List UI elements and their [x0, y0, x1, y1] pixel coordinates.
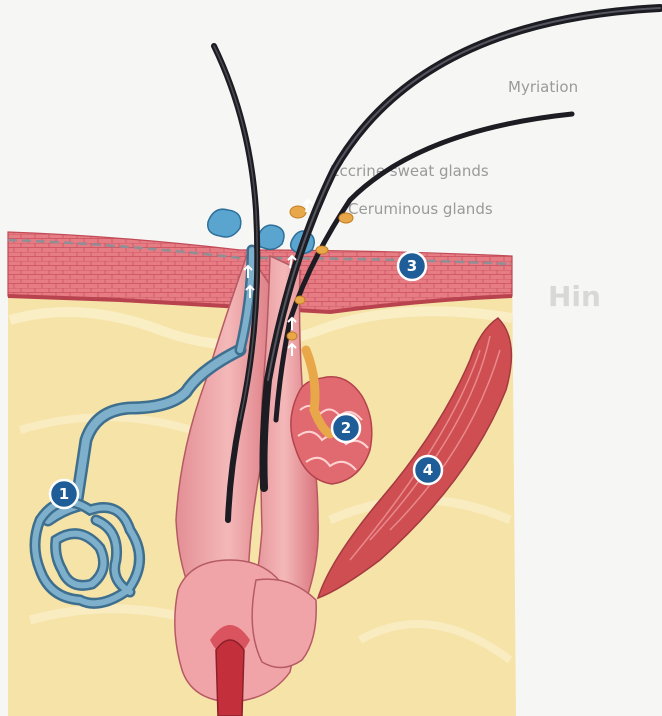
- callout-1: 1: [50, 480, 78, 508]
- hair-bulb-2: [252, 579, 316, 667]
- svg-text:1: 1: [59, 485, 69, 503]
- svg-text:4: 4: [423, 461, 433, 479]
- callout-3: 3: [398, 252, 426, 280]
- callout-4: 4: [414, 456, 442, 484]
- blood-vessel: [216, 640, 244, 716]
- svg-text:2: 2: [341, 419, 351, 437]
- svg-text:3: 3: [407, 257, 417, 275]
- callout-2: 2: [332, 414, 360, 442]
